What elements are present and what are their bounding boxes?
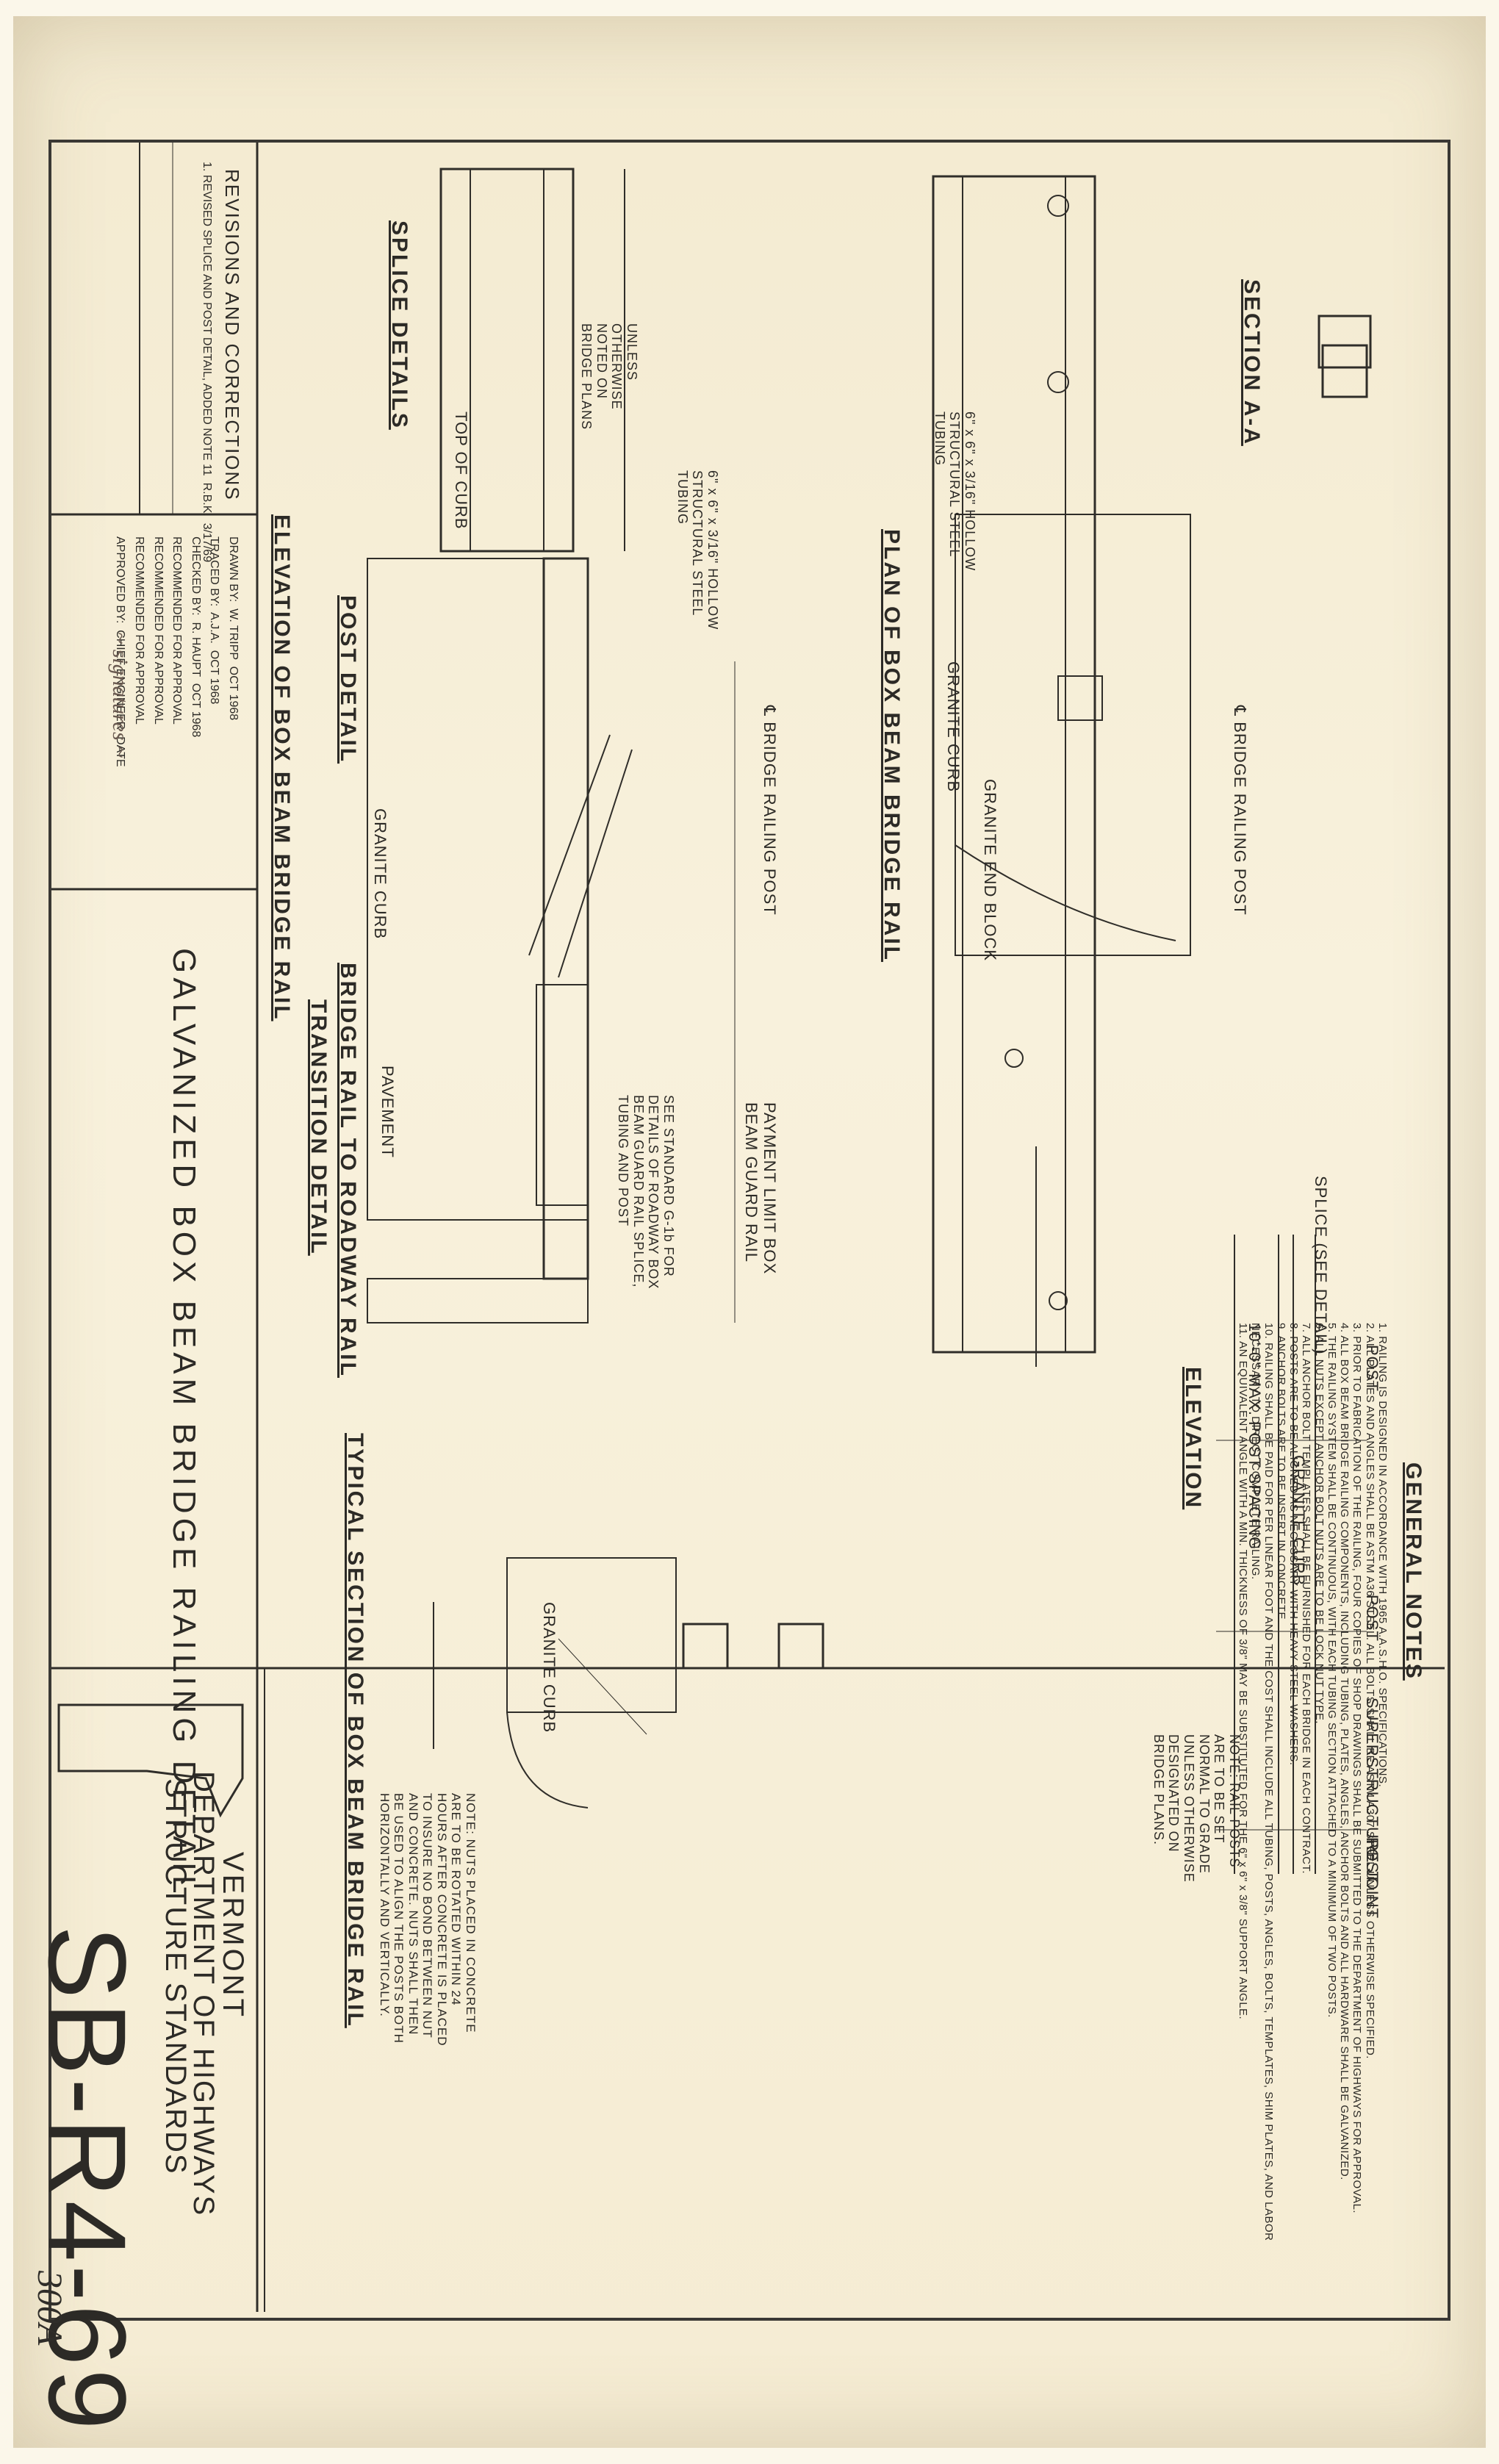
splice-see-detail-label: SPLICE (SEE DETAIL) bbox=[1312, 1176, 1330, 1355]
drawing-sheet bbox=[13, 16, 1486, 2448]
general-note: 5. THE RAILING SYSTEM SHALL BE CONTINUOU… bbox=[1326, 1323, 1338, 2018]
typical-section-title: TYPICAL SECTION OF BOX BEAM BRIDGE RAIL bbox=[343, 1433, 367, 2028]
general-note: 4. ALL BOX BEAM BRIDGE RAILING COMPONENT… bbox=[1338, 1323, 1351, 2180]
post-detail-title: POST DETAIL bbox=[336, 595, 360, 764]
post-label-2: POST bbox=[1363, 1595, 1381, 1642]
tube-label-splice: 6" x 6" x 3/16" HOLLOW STRUCTURAL STEEL … bbox=[675, 470, 720, 631]
recommended-2: RECOMMENDED FOR APPROVAL bbox=[151, 536, 165, 725]
typical-note: NOTE: NUTS PLACED IN CONCRETE ARE TO BE … bbox=[377, 1793, 478, 2047]
drawing-number: SB-R4-69 bbox=[26, 1925, 149, 2433]
revisions-heading: REVISIONS AND CORRECTIONS bbox=[221, 169, 243, 501]
elevation-box-title: ELEVATION OF BOX BEAM BRIDGE RAIL bbox=[270, 514, 294, 1021]
traced-date: OCT 1968 bbox=[208, 650, 221, 705]
checked-date: OCT 1968 bbox=[189, 683, 202, 738]
checked-by: R. HAUPT bbox=[189, 622, 202, 677]
plan-title: PLAN OF BOX BEAM BRIDGE RAIL bbox=[880, 529, 904, 963]
signature: ~ signatures ~ bbox=[108, 632, 132, 758]
drawing-title: GALVANIZED BOX BEAM BRIDGE RAILING DETAI… bbox=[166, 948, 202, 1898]
approved-by: APPROVED BY: bbox=[114, 536, 127, 624]
general-notes-heading: GENERAL NOTES bbox=[1401, 1462, 1426, 1681]
granite-curb-label: GRANITE CURB bbox=[944, 661, 963, 793]
max-post-spacing-label: 10'-0" MAX. POST SPACING bbox=[1245, 1323, 1264, 1551]
splice-details-title: SPLICE DETAILS bbox=[387, 220, 411, 430]
recommended-3: RECOMMENDED FOR APPROVAL bbox=[133, 536, 146, 725]
top-of-curb-label: TOP OF CURB bbox=[452, 412, 470, 530]
rail-note: NOTE: RAIL POSTS ARE TO BE SET NORMAL TO… bbox=[1151, 1734, 1242, 1883]
drawn-by-label: DRAWN BY: bbox=[227, 536, 240, 603]
elevation-title: ELEVATION bbox=[1181, 1367, 1205, 1510]
railing-post-label: ℄ BRIDGE RAILING POST bbox=[1231, 705, 1249, 916]
pavement-label: PAVEMENT bbox=[378, 1066, 397, 1158]
granite-curb-label-post: GRANITE CURB bbox=[371, 808, 389, 940]
section-aa-title: SECTION A-A bbox=[1240, 279, 1264, 446]
granite-curb-label-elev: GRANITE CURB bbox=[1290, 1455, 1308, 1587]
sheet-mark: 300A bbox=[30, 2271, 69, 2346]
traced-by-label: TRACED BY: bbox=[208, 536, 221, 607]
agency-line-3: STRUCTURE STANDARDS bbox=[159, 1778, 192, 2175]
checked-by-label: CHECKED BY: bbox=[189, 536, 202, 616]
traced-by: A.J.A. bbox=[208, 612, 221, 644]
general-note: 9. ANCHOR BOLTS ARE TO BE INSERT IN CONC… bbox=[1275, 1323, 1287, 1623]
recommended-1: RECOMMENDED FOR APPROVAL bbox=[170, 536, 184, 725]
transition-title-2: TRANSITION DETAIL bbox=[306, 999, 331, 1256]
post-label-1: POST bbox=[1363, 1345, 1381, 1392]
agency-line-1: VERMONT bbox=[217, 1852, 249, 2019]
general-note: 6. ALL NUTS EXCEPT ANCHOR BOLT NUTS ARE … bbox=[1312, 1323, 1326, 1724]
border-frame bbox=[48, 140, 1451, 2321]
drawn-by: W. TRIPP bbox=[227, 608, 240, 660]
standard-note-label: SEE STANDARD G-1b FOR DETAILS OF ROADWAY… bbox=[615, 1095, 676, 1290]
payment-limit-label: PAYMENT LIMIT BOX BEAM GUARD RAIL bbox=[741, 1102, 779, 1275]
granite-curb-label-typ: GRANITE CURB bbox=[540, 1602, 558, 1734]
drawn-date: OCT 1968 bbox=[227, 666, 240, 721]
revision-item: 1. REVISED SPLICE AND POST DETAIL, ADDED… bbox=[201, 162, 213, 563]
post-label-3: POST bbox=[1363, 1837, 1381, 1884]
transition-title-1: BRIDGE RAIL TO ROADWAY RAIL bbox=[336, 963, 360, 1378]
superstructure-joint-label: SUPERSTRUCTURE JOINT bbox=[1363, 1698, 1381, 1919]
general-note: 3. PRIOR TO FABRICATION OF THE RAILING, … bbox=[1351, 1323, 1364, 2214]
granite-end-block-label: GRANITE END BLOCK bbox=[981, 779, 999, 962]
tube-label-plan: 6" x 6" x 3/16" HOLLOW STRUCTURAL STEEL … bbox=[932, 412, 977, 572]
unless-noted-label: UNLESS OTHERWISE NOTED ON BRIDGE PLANS bbox=[578, 323, 639, 431]
railing-post-label-2: ℄ BRIDGE RAILING POST bbox=[761, 705, 779, 916]
